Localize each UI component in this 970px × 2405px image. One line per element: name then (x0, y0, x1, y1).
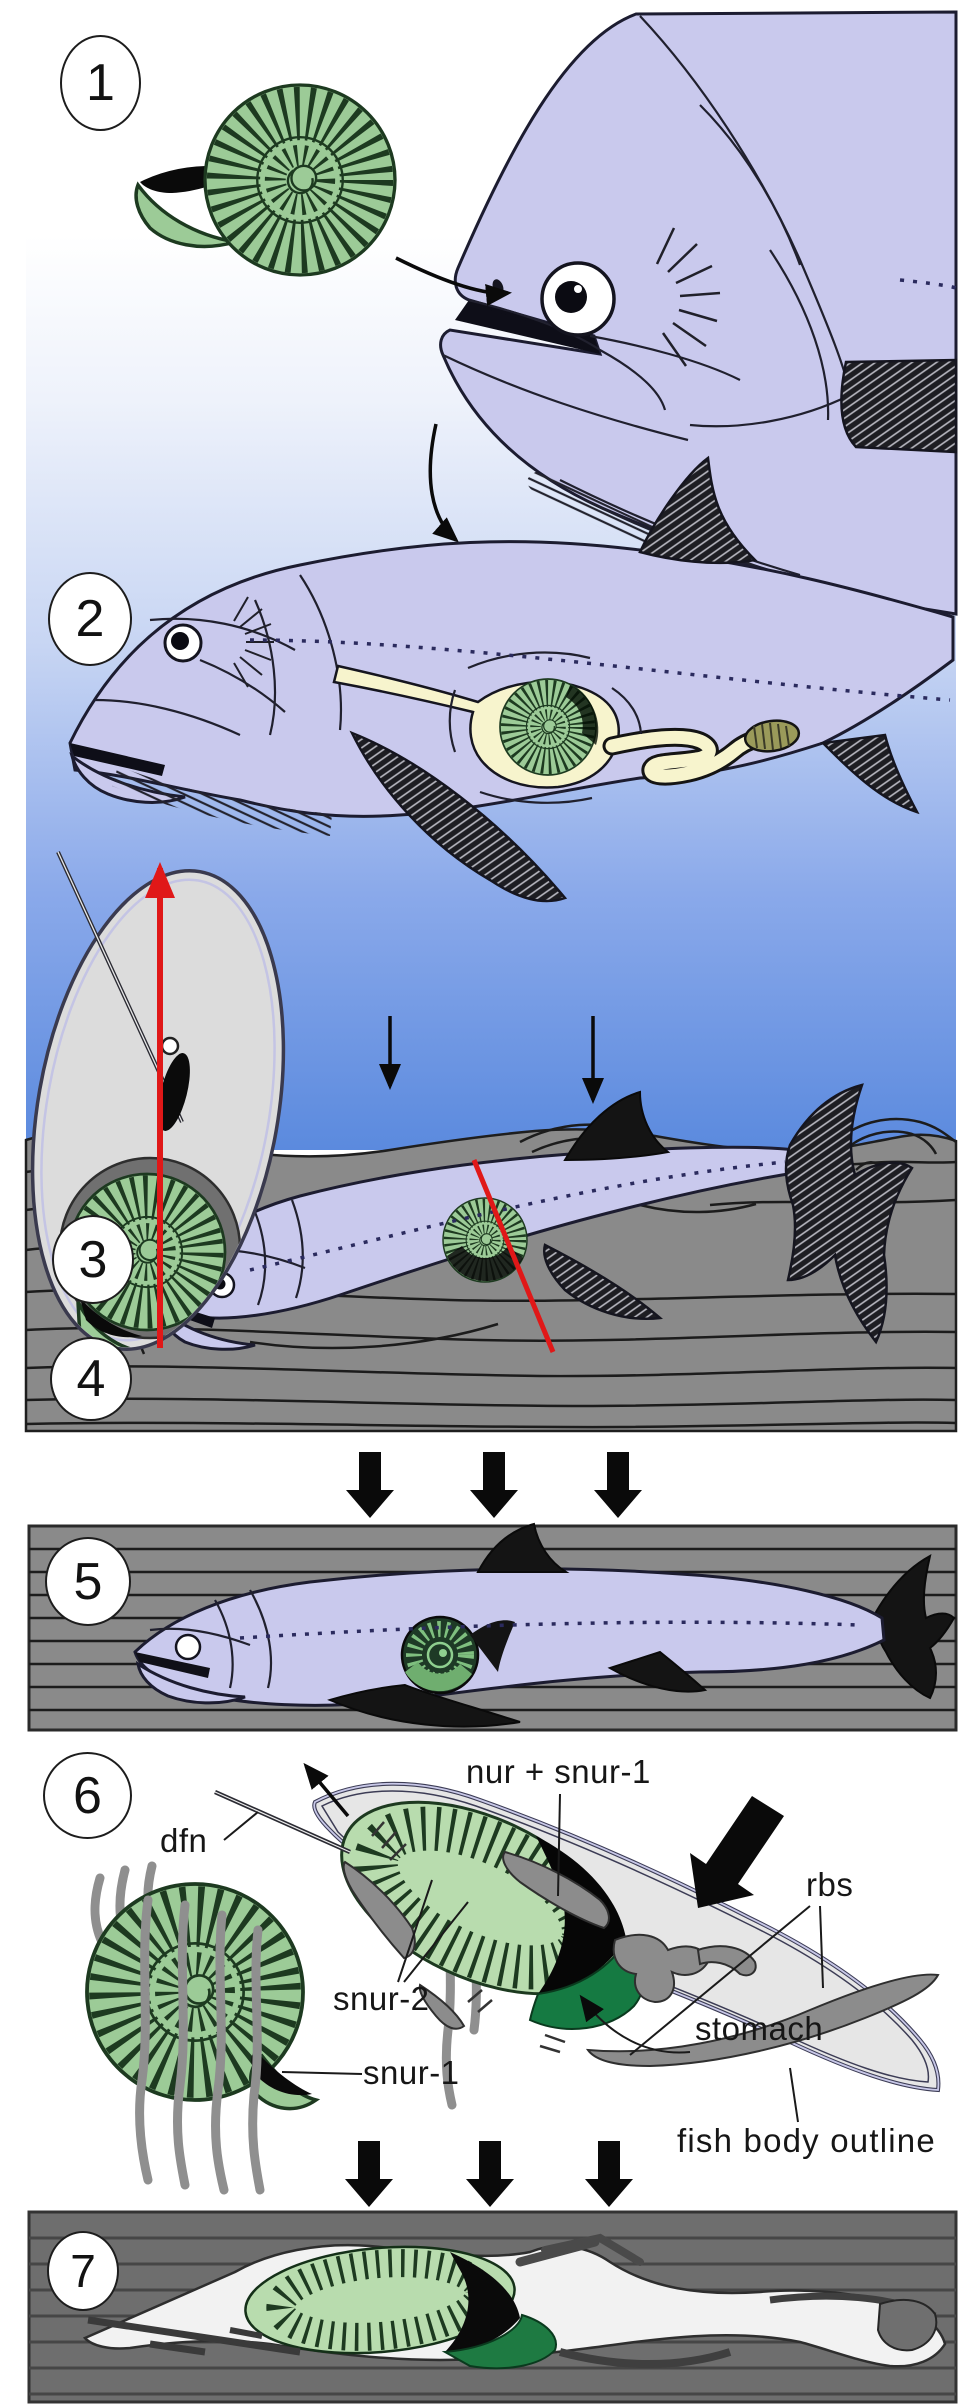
dorsal-fin-panel3 (563, 1090, 671, 1162)
pectoral-fin-panel3 (543, 1243, 663, 1320)
step-number-6: 6 (73, 1766, 102, 1825)
step-badge-4: 4 (50, 1337, 132, 1421)
step-number-1: 1 (86, 54, 115, 112)
burial-arrows-set2 (345, 2141, 633, 2207)
label-snur1: snur-1 (363, 2054, 460, 2091)
label-leader-lines (223, 1793, 824, 2123)
soft-tissue-blob (158, 1053, 190, 1131)
ingestion-arrow (395, 256, 512, 306)
label-stomach: stomach (695, 2010, 824, 2047)
fossil-bone-fragments (87, 2233, 938, 2368)
dorsal-fin-panel5 (476, 1522, 570, 1573)
drift-arrow (303, 1762, 350, 1818)
panel-6-fossil-schematic (78, 1762, 941, 2195)
panel-2-fish-with-ammonite (68, 455, 955, 903)
label-rbs: rbs (806, 1866, 854, 1903)
ammonite-in-stomach-panel2 (500, 679, 598, 775)
ammonite-panel6-left (78, 1875, 316, 2109)
pectoral-fin-panel1 (840, 358, 958, 454)
fish-body-panel5 (133, 1567, 886, 1707)
fossil-ammonite (244, 2245, 557, 2370)
step-badge-2: 2 (48, 572, 132, 666)
ammonite-in-fish-panel3 (443, 1198, 527, 1282)
step-number-3: 3 (78, 1230, 108, 1289)
burial-arrows-set1 (346, 1452, 642, 1518)
compaction-arrow-panel6 (690, 1796, 784, 1908)
label-fish-body-outline: fish body outline (677, 2122, 936, 2159)
step-number-7: 7 (70, 2245, 96, 2297)
snur-strands-front (135, 1895, 265, 2195)
ammonite-in-fish-panel5 (400, 1615, 515, 1695)
step-badge-3: 3 (52, 1215, 134, 1304)
step-number-2: 2 (75, 590, 105, 648)
caudal-fin-panel5 (874, 1554, 956, 1700)
label-nur-snur1: nur + snur-1 (466, 1753, 651, 1790)
dorsal-fin-panel2 (638, 455, 758, 565)
label-dfn: dfn (160, 1822, 208, 1859)
caudal-fin-panel3 (784, 1083, 914, 1345)
fish-eye-panel5 (174, 1633, 202, 1661)
panel-7-compacted-fossil (27, 2210, 958, 2404)
step-badge-5: 5 (45, 1537, 131, 1626)
jaw-drop-arrow (428, 423, 460, 543)
stomach-pointer-arrow (579, 1994, 691, 2054)
bedding-angle-red-line (471, 1159, 556, 1353)
pelvic-fin-panel2 (820, 733, 920, 815)
panel-5-buried-fish (27, 1522, 958, 1732)
anal-fin-panel5 (607, 1650, 708, 1693)
label-snur2: snur-2 (333, 1980, 430, 2017)
step-badge-7: 7 (47, 2231, 119, 2311)
step-number-4: 4 (76, 1350, 106, 1408)
step-badge-1: 1 (60, 35, 141, 131)
ventral-fin-panel5 (327, 1683, 521, 1728)
step-number-5: 5 (73, 1552, 103, 1611)
step-badge-6: 6 (43, 1752, 132, 1839)
skeletal-remains (342, 1821, 940, 2068)
ammonite-panel1 (134, 85, 395, 275)
pectoral-fin-panel2 (349, 730, 568, 903)
